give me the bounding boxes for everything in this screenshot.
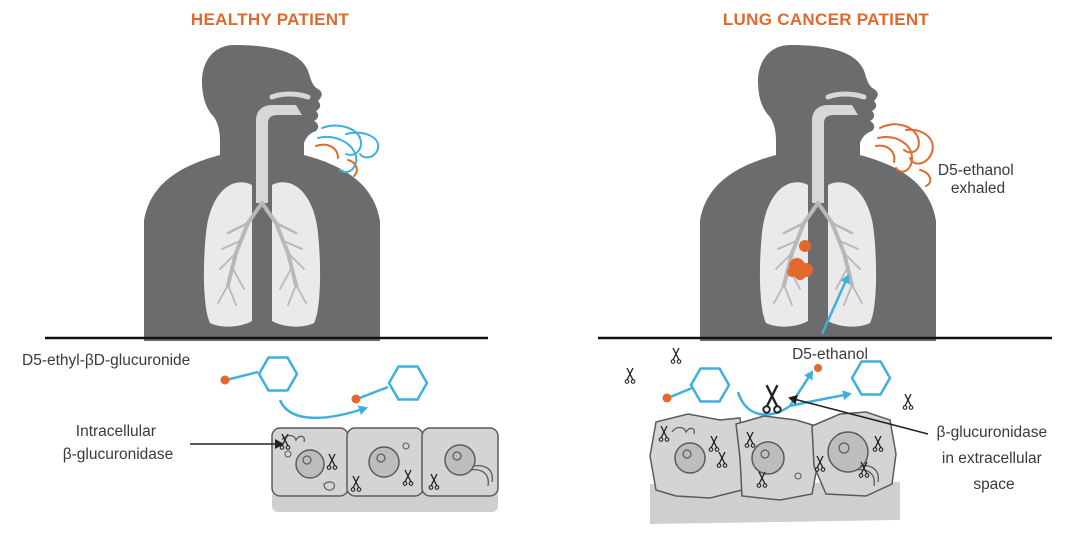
probe-molecule [220, 356, 299, 392]
scissors-icon [762, 384, 782, 414]
lung-cancer-patient-title: LUNG CANCER PATIENT [723, 10, 930, 29]
scissors-icon-floating-3 [902, 393, 914, 410]
cleavage-curve [736, 391, 791, 416]
probe-molecule-moving [351, 365, 429, 404]
extracellular-pointer-arrow [788, 394, 929, 435]
cancer-cell-layer [649, 411, 900, 524]
free-ethanol-dot [814, 364, 822, 372]
exhaled-breath-swirl-icon [875, 123, 934, 187]
d5-ethanol-label: D5-ethanol [792, 346, 868, 363]
d5-ethanol-exhaled-label: D5-ethanol exhaled [938, 162, 1018, 197]
tumor-icon [787, 240, 813, 280]
ethanol-to-lung-arrow [820, 274, 850, 335]
probe-molecule-cancer [662, 367, 731, 403]
breath-swirl-icon [315, 124, 380, 177]
glucuronide-release-arrow [789, 390, 852, 408]
healthy-patient-silhouette [144, 45, 380, 341]
scissors-icon-floating-1 [670, 347, 682, 364]
released-glucuronide-hexagon [850, 360, 892, 396]
healthy-patient-title: HEALTHY PATIENT [191, 10, 349, 29]
intracellular-glucuronidase-label: Intracellular β-glucuronidase [63, 423, 174, 463]
healthy-uptake-arrow [278, 399, 368, 420]
probe-label: D5-ethyl-βD-glucuronide [22, 352, 190, 369]
extracellular-glucuronidase-label: β-glucuronidase in extracellular space [937, 424, 1052, 493]
healthy-cell-layer [271, 427, 499, 512]
cancer-patient-silhouette [700, 45, 936, 341]
scissors-icon-floating-2 [624, 367, 636, 384]
